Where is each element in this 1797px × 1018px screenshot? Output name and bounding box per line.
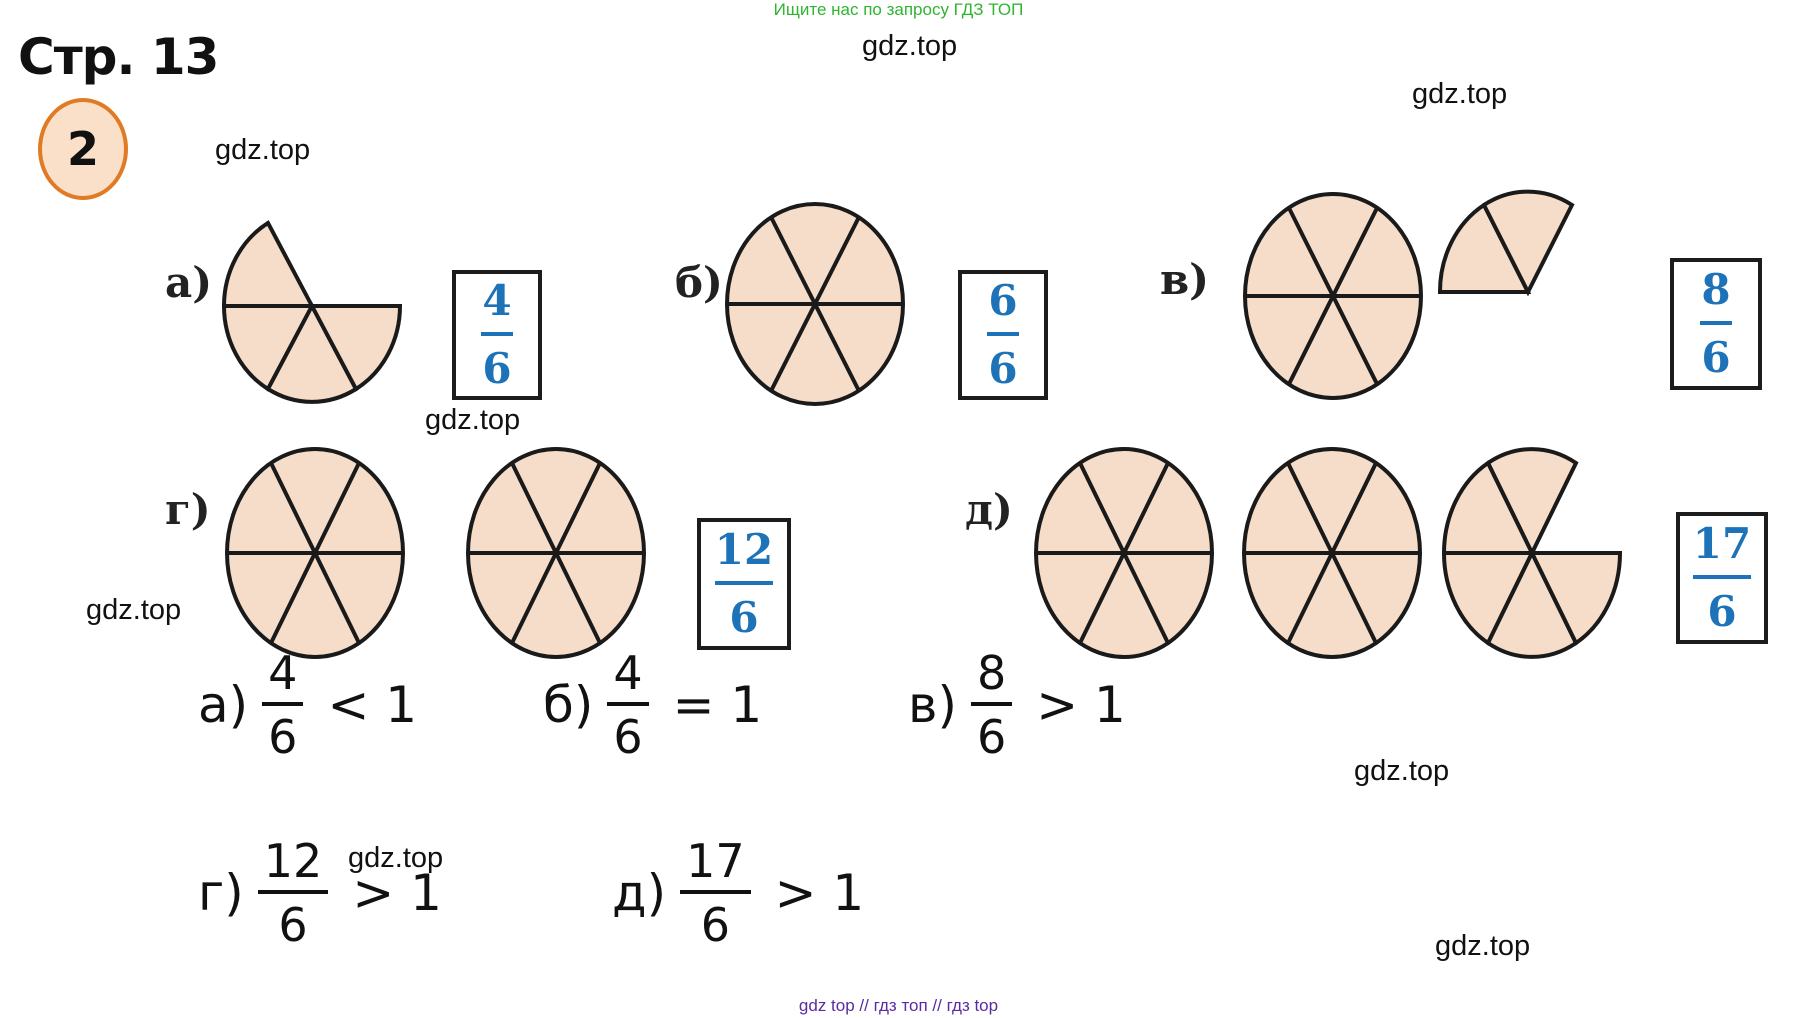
figure-d-pie-partial	[1441, 447, 1623, 659]
numerator: 8	[1701, 265, 1731, 314]
numerator: 12	[263, 834, 323, 888]
answer-fraction: 17 6	[680, 838, 751, 948]
fraction-bar	[715, 581, 773, 585]
figure-label-a: а)	[165, 258, 213, 307]
fraction-bar	[970, 702, 1013, 706]
top-banner: Ищите нас по запросу ГДЗ ТОП	[773, 0, 1024, 19]
denominator: 6	[700, 898, 730, 952]
numerator: 4	[613, 646, 643, 700]
figure-d-pie-1	[1034, 447, 1214, 659]
answer-fraction: 4 6	[607, 646, 649, 764]
fraction-bar	[1700, 321, 1732, 325]
figure-g-pie-1	[225, 447, 405, 659]
denominator: 6	[268, 710, 298, 764]
figure-label-d: д)	[965, 485, 1013, 534]
figure-label-g: г)	[165, 485, 211, 534]
denominator: 6	[976, 710, 1007, 764]
figure-v-fraction: 8 6	[1670, 258, 1762, 390]
watermark: gdz.top	[86, 594, 182, 626]
answer-b: б) 4 6 = 1	[543, 650, 762, 760]
numerator: 12	[714, 525, 774, 574]
numerator: 17	[1692, 519, 1752, 568]
figure-label-b: б)	[675, 258, 723, 307]
answer-fraction: 12 6	[257, 834, 329, 952]
watermark: gdz.top	[348, 842, 444, 874]
fraction-bar	[257, 890, 329, 894]
denominator: 6	[613, 710, 643, 764]
fraction-bar	[607, 702, 649, 706]
figure-d-pie-2	[1242, 447, 1422, 659]
numerator: 4	[268, 646, 298, 700]
figure-g-fraction: 12 6	[697, 518, 791, 650]
answer-relation: > 1	[774, 864, 865, 922]
watermark: gdz.top	[215, 134, 311, 166]
figure-b-fraction: 6 6	[958, 270, 1048, 400]
denominator: 6	[729, 593, 759, 642]
fraction-bar	[1693, 575, 1751, 579]
fraction-bar	[987, 332, 1019, 336]
numerator: 17	[686, 834, 745, 888]
watermark: gdz.top	[1354, 755, 1450, 787]
watermark: gdz.top	[862, 30, 958, 62]
numerator: 4	[482, 276, 512, 325]
figure-a-pie	[221, 220, 403, 404]
answer-v: в) 8 6 > 1	[908, 650, 1126, 760]
page-title: Стр. 13	[18, 28, 219, 86]
answer-label: д)	[612, 864, 667, 922]
figure-g-pie-2	[466, 447, 646, 659]
fraction-bar	[481, 332, 513, 336]
denominator: 6	[1707, 587, 1737, 636]
denominator: 6	[482, 344, 512, 393]
answer-d: д) 17 6 > 1	[612, 838, 864, 948]
answer-relation: > 1	[352, 864, 442, 922]
answer-a: а) 4 6 < 1	[198, 650, 417, 760]
answer-relation: = 1	[672, 676, 763, 734]
answer-label: б)	[543, 676, 594, 734]
answer-fraction: 8 6	[970, 646, 1013, 764]
task-number: 2	[66, 122, 99, 176]
denominator: 6	[1701, 333, 1731, 382]
answer-relation: < 1	[327, 676, 418, 734]
fraction-bar	[680, 890, 751, 894]
fraction-bar	[262, 702, 304, 706]
numerator: 6	[988, 276, 1018, 325]
figure-label-v: в)	[1160, 255, 1210, 304]
bottom-banner: gdz top // гдз топ // гдз top	[798, 996, 999, 1015]
figure-d-fraction: 17 6	[1676, 512, 1768, 644]
answer-label: г)	[198, 864, 244, 922]
watermark: gdz.top	[425, 404, 521, 436]
figure-v-pie-full	[1243, 192, 1423, 400]
denominator: 6	[278, 898, 308, 952]
figure-v-pie-partial	[1437, 189, 1575, 297]
task-number-badge: 2	[38, 98, 128, 200]
answer-label: в)	[908, 676, 957, 734]
denominator: 6	[988, 344, 1018, 393]
numerator: 8	[976, 646, 1007, 700]
answer-label: а)	[198, 676, 249, 734]
answer-g: г) 12 6 > 1	[198, 838, 442, 948]
watermark: gdz.top	[1412, 78, 1508, 110]
figure-b-pie	[725, 202, 905, 406]
figure-a-fraction: 4 6	[452, 270, 542, 400]
watermark: gdz.top	[1435, 930, 1531, 962]
answer-fraction: 4 6	[262, 646, 304, 764]
answer-relation: > 1	[1036, 676, 1126, 734]
